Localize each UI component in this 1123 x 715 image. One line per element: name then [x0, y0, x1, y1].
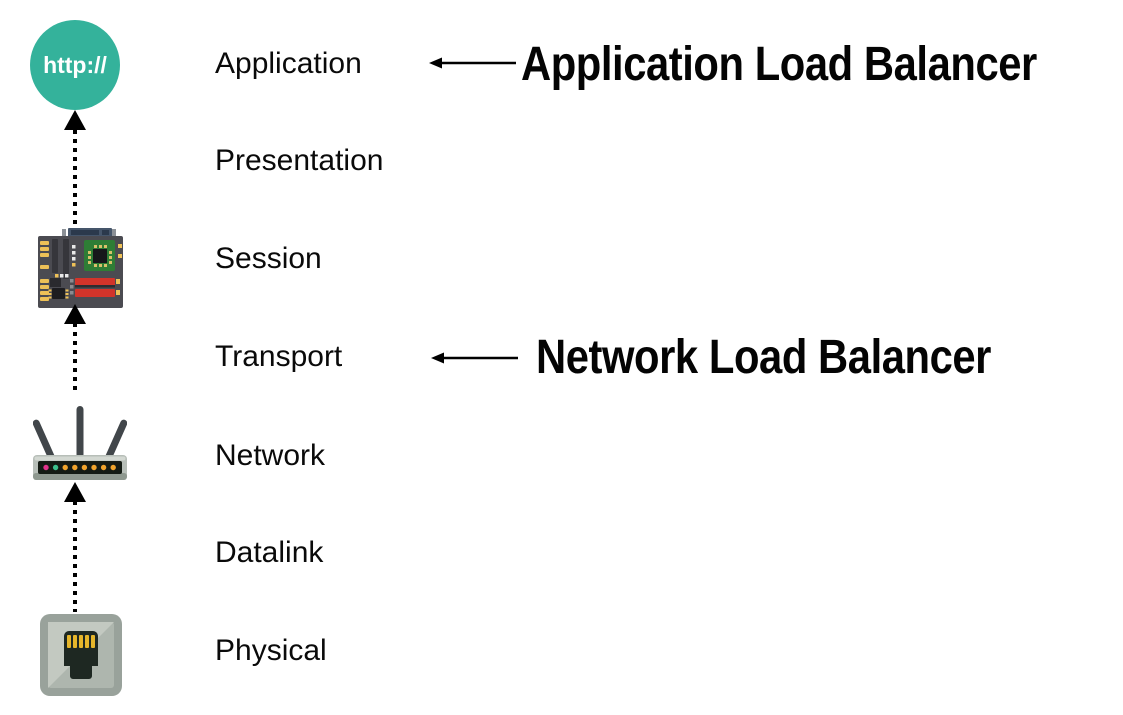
layer-label-network: Network — [215, 439, 326, 472]
up-arrowhead-icon — [64, 482, 86, 502]
dotted-connector — [73, 130, 77, 228]
http-badge-label: http:// — [43, 51, 107, 78]
layer-label-application: Application — [215, 47, 362, 80]
annotation-application-load-balancer: Application Load Balancer — [521, 38, 1037, 91]
dotted-connector — [73, 501, 77, 612]
ethernet-port-icon — [40, 614, 122, 696]
layer-label-physical: Physical — [215, 634, 327, 667]
layer-label-transport: Transport — [215, 340, 343, 373]
layer-label-datalink: Datalink — [215, 536, 324, 569]
layer-label-presentation: Presentation — [215, 144, 384, 177]
left-arrow-icon — [429, 57, 516, 69]
motherboard-icon — [38, 228, 123, 308]
up-arrowhead-icon — [64, 110, 86, 130]
up-arrowhead-icon — [64, 304, 86, 324]
annotation-network-load-balancer: Network Load Balancer — [536, 331, 991, 384]
wifi-router-icon — [33, 406, 127, 480]
http-browser-icon: http:// — [30, 20, 120, 110]
layer-label-session: Session — [215, 242, 322, 275]
left-arrow-icon — [431, 352, 518, 364]
dotted-connector — [73, 323, 77, 393]
